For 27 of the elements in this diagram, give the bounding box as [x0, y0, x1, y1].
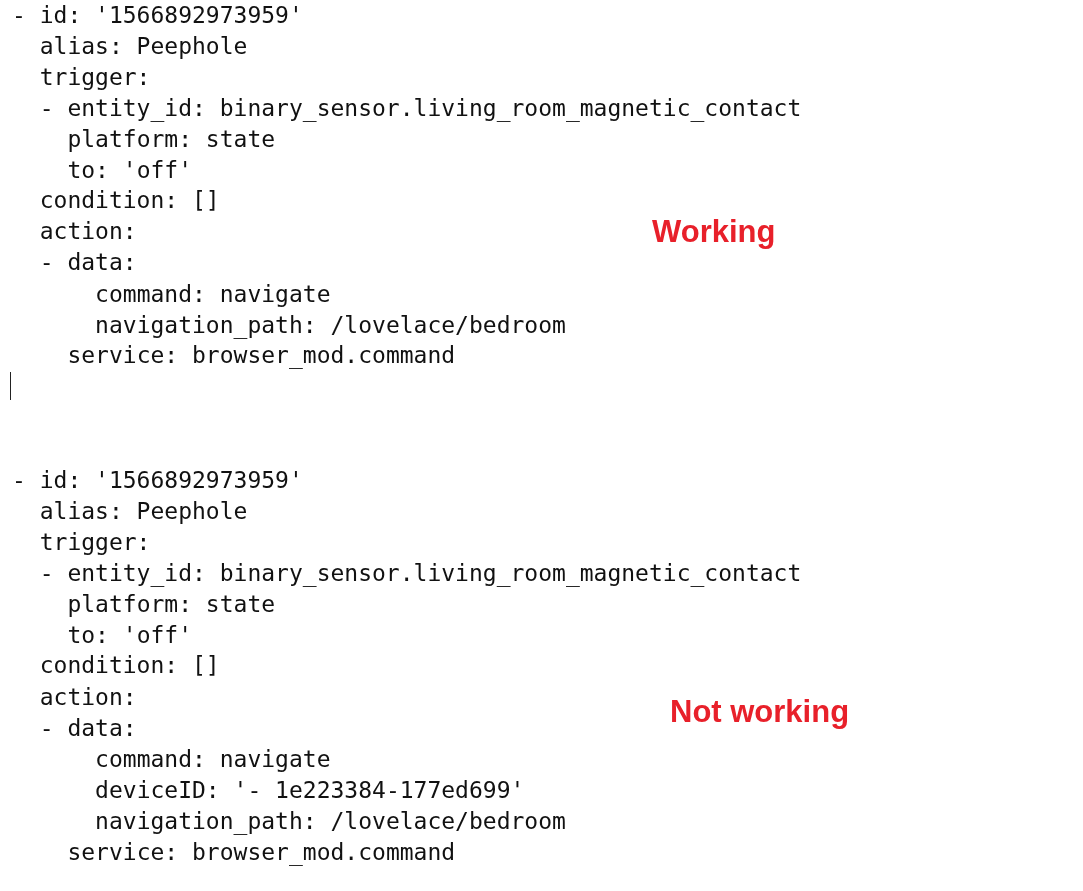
code-line: deviceID: '- 1e223384-177ed699'	[95, 776, 525, 805]
code-line: alias: Peephole	[39, 32, 248, 61]
code-line: condition: []	[39, 651, 220, 680]
code-line: platform: state	[67, 590, 276, 619]
code-line: trigger:	[39, 528, 151, 557]
code-line: service: browser_mod.command	[67, 341, 456, 371]
status-label: Not working	[670, 694, 850, 730]
code-line: service: browser_mod.command	[67, 838, 456, 868]
code-line: platform: state	[67, 125, 276, 154]
code-line: - id: '1566892973959'	[12, 466, 303, 495]
code-line: navigation_path: /lovelace/bedroom	[95, 807, 566, 837]
code-line: to: 'off'	[67, 621, 192, 650]
code-line: - id: '1566892973959'	[12, 1, 303, 30]
status-label: Working	[652, 214, 776, 250]
code-line: action:	[39, 683, 137, 712]
code-line: alias: Peephole	[39, 497, 248, 526]
code-line: command: navigate	[95, 280, 331, 309]
code-line: to: 'off'	[67, 156, 192, 185]
code-line: trigger:	[39, 63, 151, 92]
code-line: condition: []	[39, 186, 220, 215]
code-line: navigation_path: /lovelace/bedroom	[95, 311, 566, 341]
code-line: - data:	[39, 714, 137, 743]
code-line: action:	[39, 217, 137, 246]
code-line: - entity_id: binary_sensor.living_room_magnetic_contact	[39, 94, 802, 124]
code-line: command: navigate	[95, 745, 331, 774]
code-line: - data:	[39, 248, 137, 277]
code-line: - entity_id: binary_sensor.living_room_magnetic_contact	[39, 559, 802, 589]
